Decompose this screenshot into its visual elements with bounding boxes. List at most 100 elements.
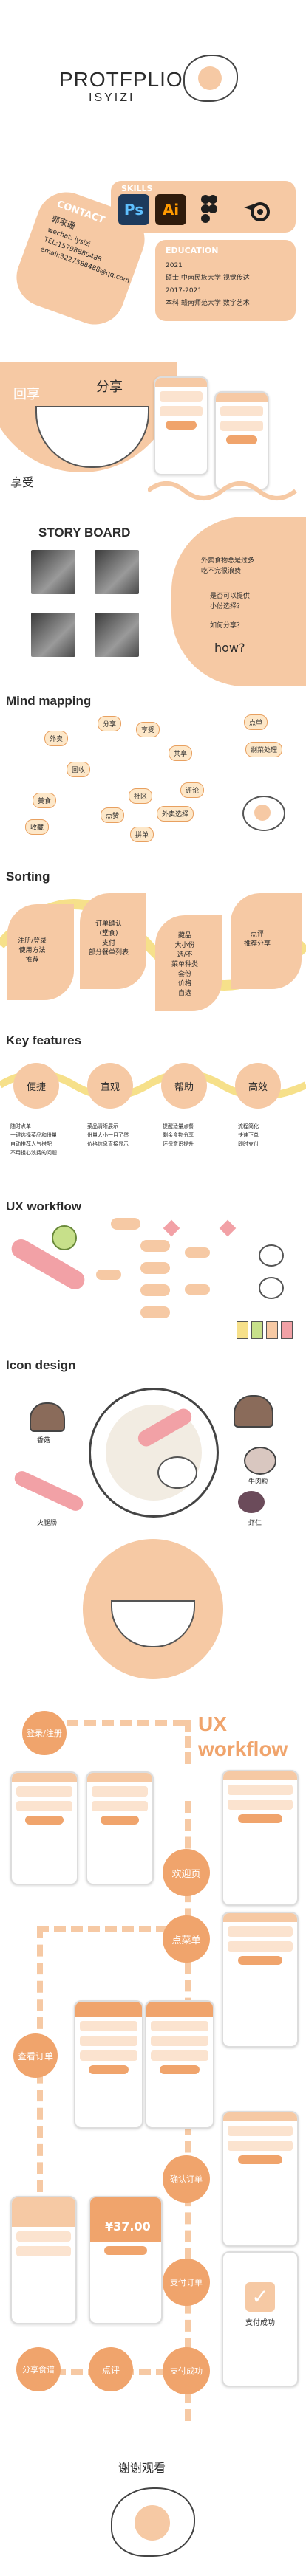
skills-card: SKILLS Ps Ai: [111, 181, 296, 233]
flow-step-pay-success: 支付成功: [163, 2347, 210, 2394]
feature-circle: 帮助: [161, 1063, 207, 1109]
icon-caption: 火腿肠: [37, 1520, 58, 1527]
flow-step-share: 分享食谱: [16, 2347, 61, 2391]
ux-node: [185, 1247, 210, 1258]
sausage-icon: [12, 1468, 86, 1514]
mindmap-tag: 剩菜处理: [245, 742, 283, 757]
sorting-heading: Sorting: [6, 869, 50, 884]
education-school-2: 本科 赣南师范大学 数字艺术: [166, 300, 250, 307]
feature-desc-line: 快速下单: [238, 1132, 259, 1138]
checkmark-icon: ✓: [245, 2282, 275, 2312]
ux-diagram: [7, 1218, 303, 1351]
screen-order-1: [74, 2000, 143, 2129]
screen-share: [10, 2196, 77, 2324]
education-heading: EDUCATION: [166, 246, 219, 255]
ux-node: [140, 1284, 170, 1296]
page-title: PROTFPLIO: [59, 68, 183, 91]
feature-desc-line: 随时点单: [10, 1123, 31, 1129]
sorting-card-text: 藏品 大小份 选/不 菜单种类 套份 价格 自选: [171, 932, 199, 997]
feature-desc: 提醒适量点餐 剩余食物分享 环保意识提升: [163, 1122, 229, 1148]
feature-desc: 随时点单 一键选择菜品和份量 自动推荐人气搭配 不用担心浪费的问题: [10, 1122, 77, 1157]
storyboard-photo-4: [95, 613, 139, 657]
feature-desc-line: 提醒适量点餐: [163, 1123, 194, 1129]
cup-icon: [251, 1321, 263, 1339]
mindmap-tag: 点赞: [101, 807, 125, 823]
feature-desc-line: 剩余食物分享: [163, 1132, 194, 1138]
feature-desc-line: 自动推荐人气搭配: [10, 1141, 52, 1147]
fried-egg-icon: [242, 796, 285, 831]
flow-step-welcome: 欢迎页: [163, 1849, 210, 1896]
mushroom-icon: [234, 1395, 273, 1428]
egg-logo-icon: [183, 55, 238, 102]
sorting-card-text: 注册/登录 使用方法 推荐: [18, 937, 47, 964]
pepper-icon: [238, 1491, 265, 1513]
mindmap-tag: 享受: [136, 722, 160, 737]
cup-icon: [237, 1321, 248, 1339]
workflow-title-2: workflow: [198, 1738, 288, 1760]
sorting-card-text: 点评 推荐分享: [244, 931, 271, 948]
screen-pay-success: ✓ 支付成功: [222, 2251, 299, 2387]
feature-desc: 菜品清晰展示 份量大小一目了然 价格信息直接显示: [87, 1122, 154, 1148]
cup-icon: [281, 1321, 293, 1339]
hero-phone-2: [214, 391, 269, 490]
storyboard-q5: 如何分享？: [210, 622, 244, 630]
education-card: EDUCATION 2021 硕士 中南民族大学 视觉传达 2017-2021 …: [155, 240, 296, 321]
feature-circle: 便捷: [13, 1063, 59, 1109]
flow-step-view-order: 查看订单: [13, 2033, 58, 2078]
storyboard-how: how?: [214, 641, 245, 655]
storyboard-heading: STORY BOARD: [38, 526, 131, 540]
mindmap-tag: 评论: [180, 782, 205, 798]
flow-step-confirm-order: 确认订单: [163, 2155, 210, 2203]
ps-icon: Ps: [118, 194, 149, 225]
storyboard-photo-2: [95, 550, 139, 594]
page-subtitle: ISYIZI: [89, 92, 135, 104]
ux-node: [185, 1284, 210, 1295]
sausage-icon: [7, 1236, 89, 1293]
diamond-node-icon: [219, 1219, 237, 1237]
header: PROTFPLIO ISYIZI: [0, 0, 306, 140]
mindmap-heading: Mind mapping: [6, 694, 92, 708]
ai-icon: Ai: [155, 194, 186, 225]
sorting-card: 点评 推荐分享: [231, 893, 302, 989]
storyboard-q4: 小份选择？: [210, 603, 244, 610]
flow-step-login: 登录/注册: [22, 1711, 67, 1755]
payment-price: ¥37.00: [105, 2219, 151, 2234]
workflow-title-1: UX: [198, 1712, 227, 1735]
mindmap-tag: 分享: [98, 716, 122, 731]
ux-heading: UX workflow: [6, 1199, 82, 1213]
mindmap-tag: 外卖选择: [157, 806, 194, 822]
screen-register: [86, 1771, 154, 1885]
ux-node: [96, 1270, 121, 1280]
mindmap-tag: 点单: [244, 714, 268, 730]
feature-desc-line: 不用担心浪费的问题: [10, 1150, 57, 1156]
storyboard-question-panel: 外卖食物总是过多 吃不完很浪费 是否可以提供 小份选择？ 如何分享？ how?: [171, 517, 306, 686]
feature-desc-line: 环保意识提升: [163, 1141, 194, 1147]
mushroom-icon: [30, 1402, 65, 1432]
feature-circle: 高效: [235, 1063, 281, 1109]
storyboard-photo-3: [31, 613, 75, 657]
mindmap-tag: 拼单: [130, 827, 154, 842]
screen-order-2: [145, 2000, 214, 2129]
feature-label: 高效: [248, 1081, 268, 1093]
education-school-1: 硕士 中南民族大学 视觉传达: [166, 275, 250, 282]
lime-icon: [52, 1225, 77, 1250]
hero-right-word: 分享: [96, 379, 123, 395]
icon-caption: 牛肉粒: [248, 1478, 269, 1486]
icon-caption: 虾仁: [248, 1520, 262, 1527]
storyboard-q1: 外卖食物总是过多: [201, 557, 255, 565]
pay-success-text: 支付成功: [245, 2319, 275, 2327]
brand-bowl-circle: [83, 1539, 223, 1679]
storyboard-photo-1: [31, 550, 75, 594]
mindmap-tag: 收藏: [25, 819, 50, 835]
education-year-2: 2017-2021: [166, 287, 203, 295]
feature-desc-line: 菜品清晰展示: [87, 1123, 118, 1129]
feature-desc-line: 份量大小一目了然: [87, 1132, 129, 1138]
beef-icon: [244, 1447, 276, 1475]
hero-section: 回享 分享 享受: [0, 347, 306, 500]
diamond-node-icon: [163, 1219, 180, 1237]
ux-node: [140, 1306, 170, 1318]
sorting-card: 注册/登录 使用方法 推荐: [7, 904, 74, 1000]
feature-circle: 直观: [87, 1063, 133, 1109]
hero-squiggle: [148, 481, 297, 500]
feature-desc-line: 即时支付: [238, 1141, 259, 1147]
